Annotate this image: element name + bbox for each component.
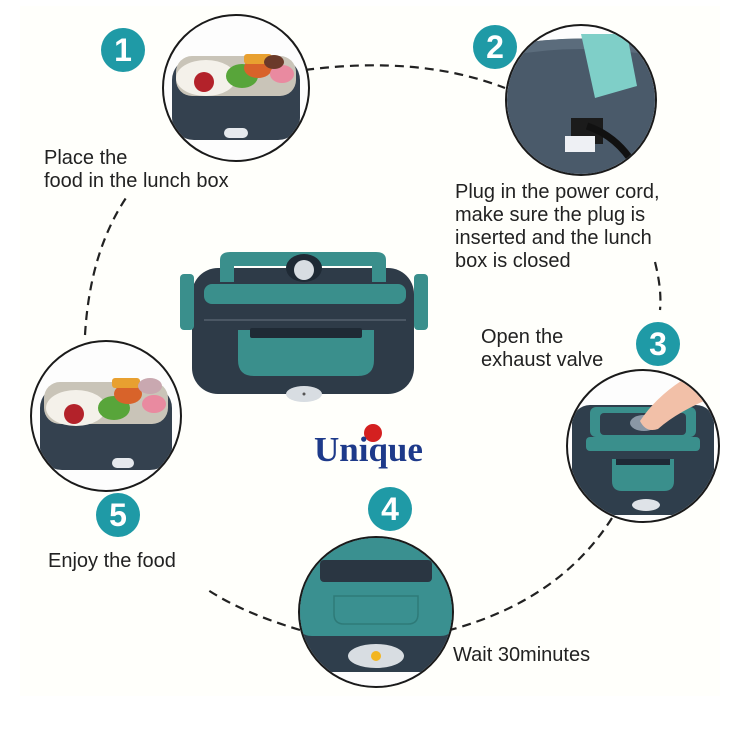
dash-5-to-1 bbox=[83, 194, 129, 336]
power-indicator-light-icon bbox=[300, 538, 452, 686]
step-5-text: Enjoy the food bbox=[48, 550, 176, 572]
step-2-image bbox=[505, 24, 657, 176]
center-product-image bbox=[180, 248, 430, 408]
lunch-box-with-food-icon bbox=[172, 54, 300, 140]
brand-logo: Unique bbox=[314, 430, 423, 469]
power-cord-plug-icon bbox=[507, 34, 655, 174]
step-4-text: Wait 30minutes bbox=[453, 644, 591, 666]
lunch-box-ready-food-icon bbox=[40, 378, 172, 470]
step-4-badge: 4 bbox=[368, 487, 412, 531]
step-5-badge: 5 bbox=[96, 493, 140, 537]
step-1-badge: 1 bbox=[101, 28, 145, 72]
step-2-text: Plug in the power cord, make sure the pl… bbox=[455, 181, 660, 272]
dash-3-to-4 bbox=[449, 517, 613, 632]
brand-logo-dot bbox=[364, 424, 382, 442]
step-2-badge: 2 bbox=[473, 25, 517, 69]
step-1-image bbox=[162, 14, 310, 162]
step-1-text: Place the food in the lunch box bbox=[44, 147, 229, 192]
step-4-image bbox=[298, 536, 454, 688]
electric-lunch-box-icon bbox=[180, 252, 428, 402]
step-3-image bbox=[566, 369, 720, 523]
step-5-image bbox=[30, 340, 182, 492]
step-3-text: Open the exhaust valve bbox=[481, 326, 604, 371]
finger-pressing-valve-icon bbox=[572, 371, 718, 515]
dash-2-to-3 bbox=[653, 261, 662, 311]
dash-4-to-5 bbox=[204, 587, 301, 632]
step-3-badge: 3 bbox=[636, 322, 680, 366]
dash-1-to-2 bbox=[304, 64, 506, 90]
